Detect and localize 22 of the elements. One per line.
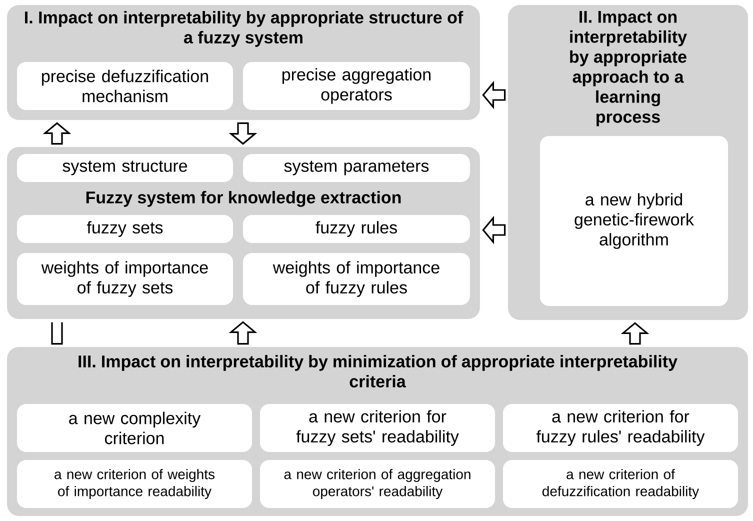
- text-box: a new hybrid genetic-firework algorithm: [540, 136, 728, 306]
- text-box: a new criterion for fuzzy sets' readability: [260, 404, 495, 452]
- text-box: a new complexity criterion: [17, 404, 252, 452]
- text-box: a new criterion of defuzzification readability: [503, 460, 738, 508]
- text-box: fuzzy rules: [243, 215, 470, 243]
- text-box: precise aggregation operators: [243, 62, 470, 110]
- text-box: fuzzy sets: [17, 215, 233, 243]
- block-arrow: [42, 122, 72, 145]
- text-box: a new criterion for fuzzy rules' readability: [503, 404, 738, 452]
- block-arrow: [482, 216, 506, 244]
- text-box: a new criterion of aggregation operators' readability: [260, 460, 495, 508]
- text-box: precise defuzzification mechanism: [17, 62, 233, 110]
- text-box: system structure: [17, 154, 233, 182]
- text-box: weights of importance of fuzzy sets: [17, 253, 233, 305]
- block-arrow: [51, 321, 63, 345]
- block-arrow: [620, 322, 650, 345]
- block-arrow: [482, 80, 506, 110]
- text-box: weights of importance of fuzzy rules: [243, 253, 470, 305]
- text-box: system parameters: [243, 154, 470, 182]
- text-box: a new criterion of weights of importance readability: [17, 460, 252, 508]
- block-arrow: [228, 122, 258, 145]
- block-arrow: [228, 321, 258, 345]
